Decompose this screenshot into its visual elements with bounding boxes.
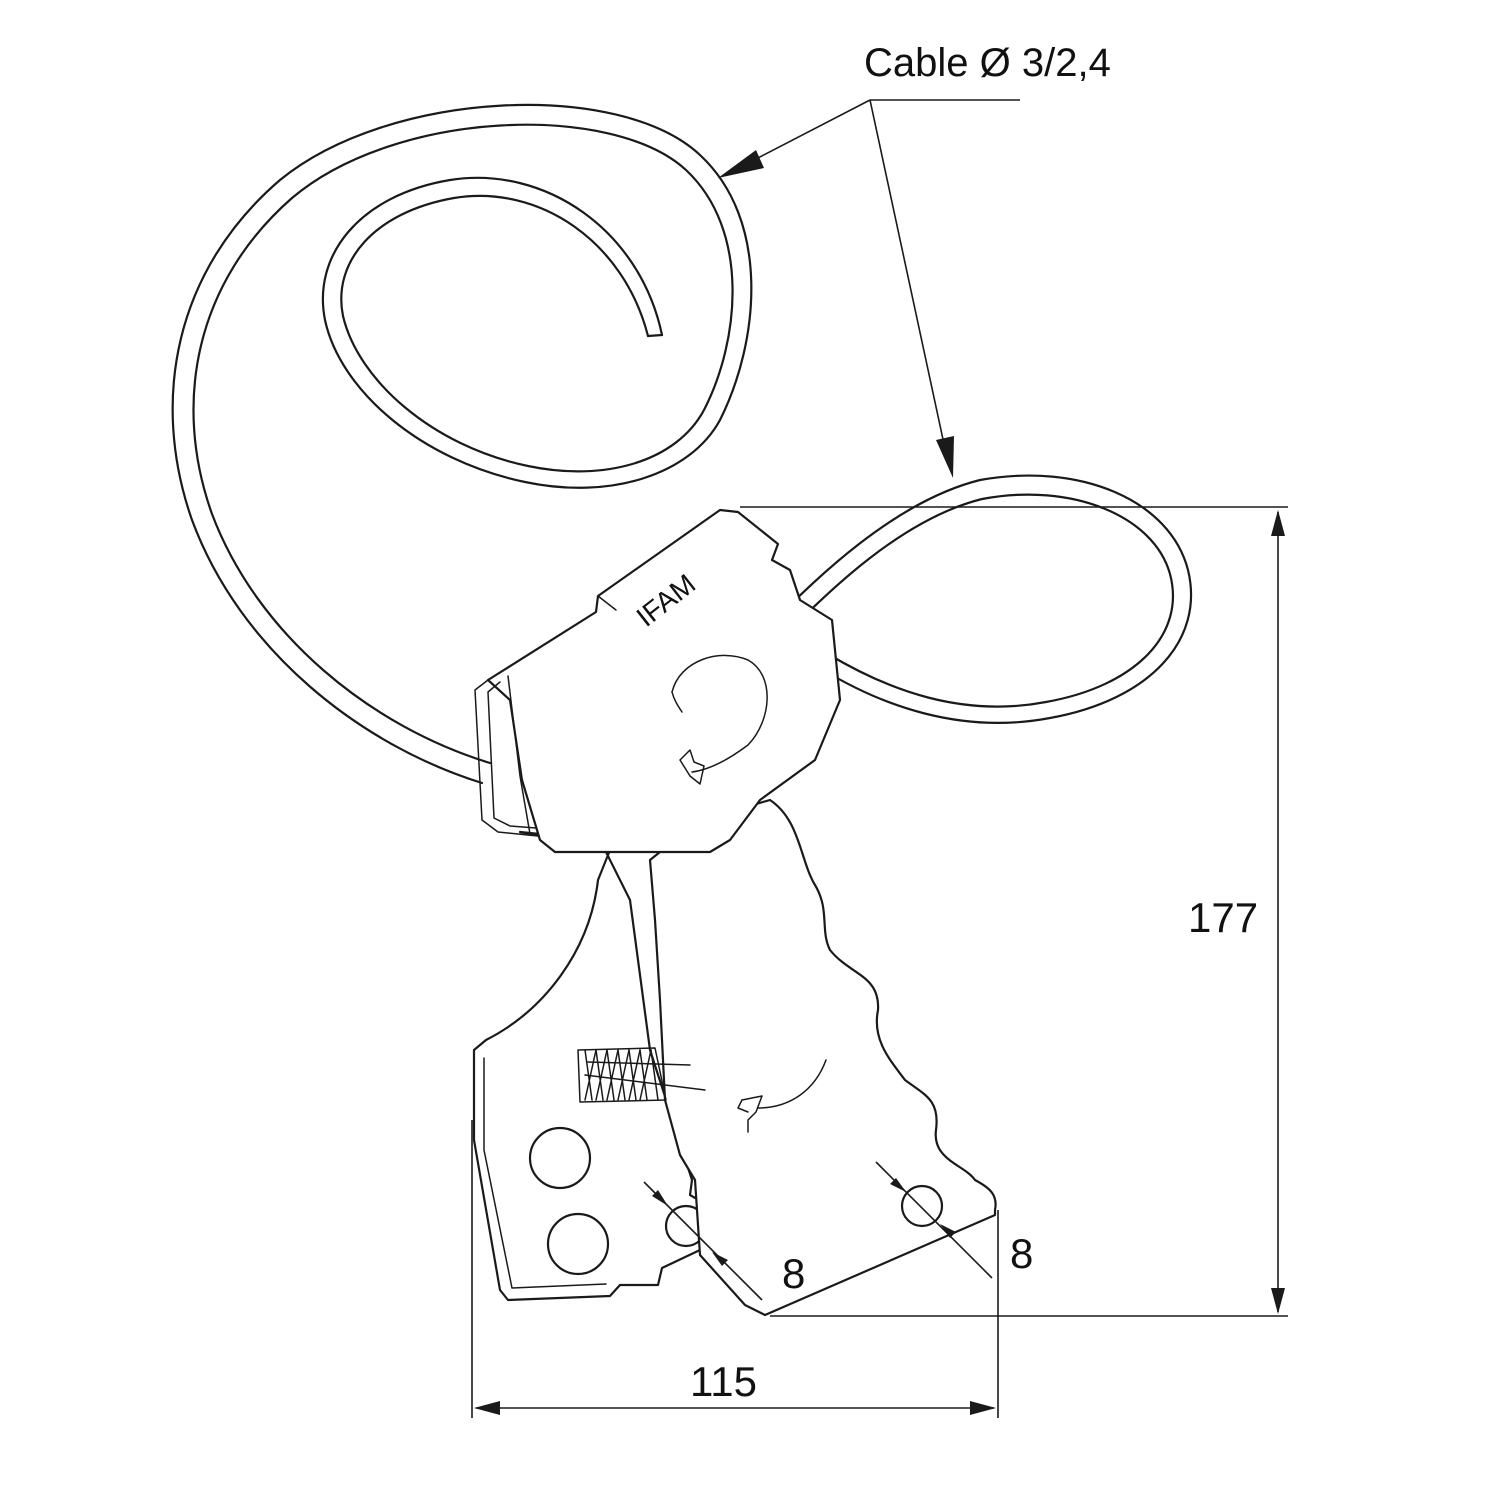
width-dimension: 115 (471, 1120, 999, 1418)
hole-right-label: 8 (1010, 1230, 1033, 1277)
cable-large-loop (171, 103, 753, 785)
handle-lever (648, 798, 997, 1317)
cable-diameter-callout: Cable Ø 3/2,4 (718, 41, 1111, 478)
hole-dimension-right: 8 (875, 1161, 1033, 1279)
padlock-hole-upper (528, 1126, 592, 1190)
rotate-arrow-lower (757, 1059, 827, 1109)
width-label: 115 (690, 1358, 757, 1405)
cable-small-loop (743, 474, 1193, 724)
hole-left-label: 8 (782, 1250, 805, 1297)
pin-hole-right (900, 1184, 944, 1228)
cable-diameter-label: Cable Ø 3/2,4 (864, 41, 1111, 85)
height-label: 177 (1188, 894, 1258, 941)
spring (577, 1047, 706, 1103)
padlock-hole-lower (546, 1212, 610, 1276)
rotate-arrow-head (671, 654, 768, 773)
hole-dimension-left: 8 (643, 1181, 805, 1301)
height-dimension: 177 (740, 506, 1288, 1317)
device-head: IFAM (474, 508, 842, 854)
